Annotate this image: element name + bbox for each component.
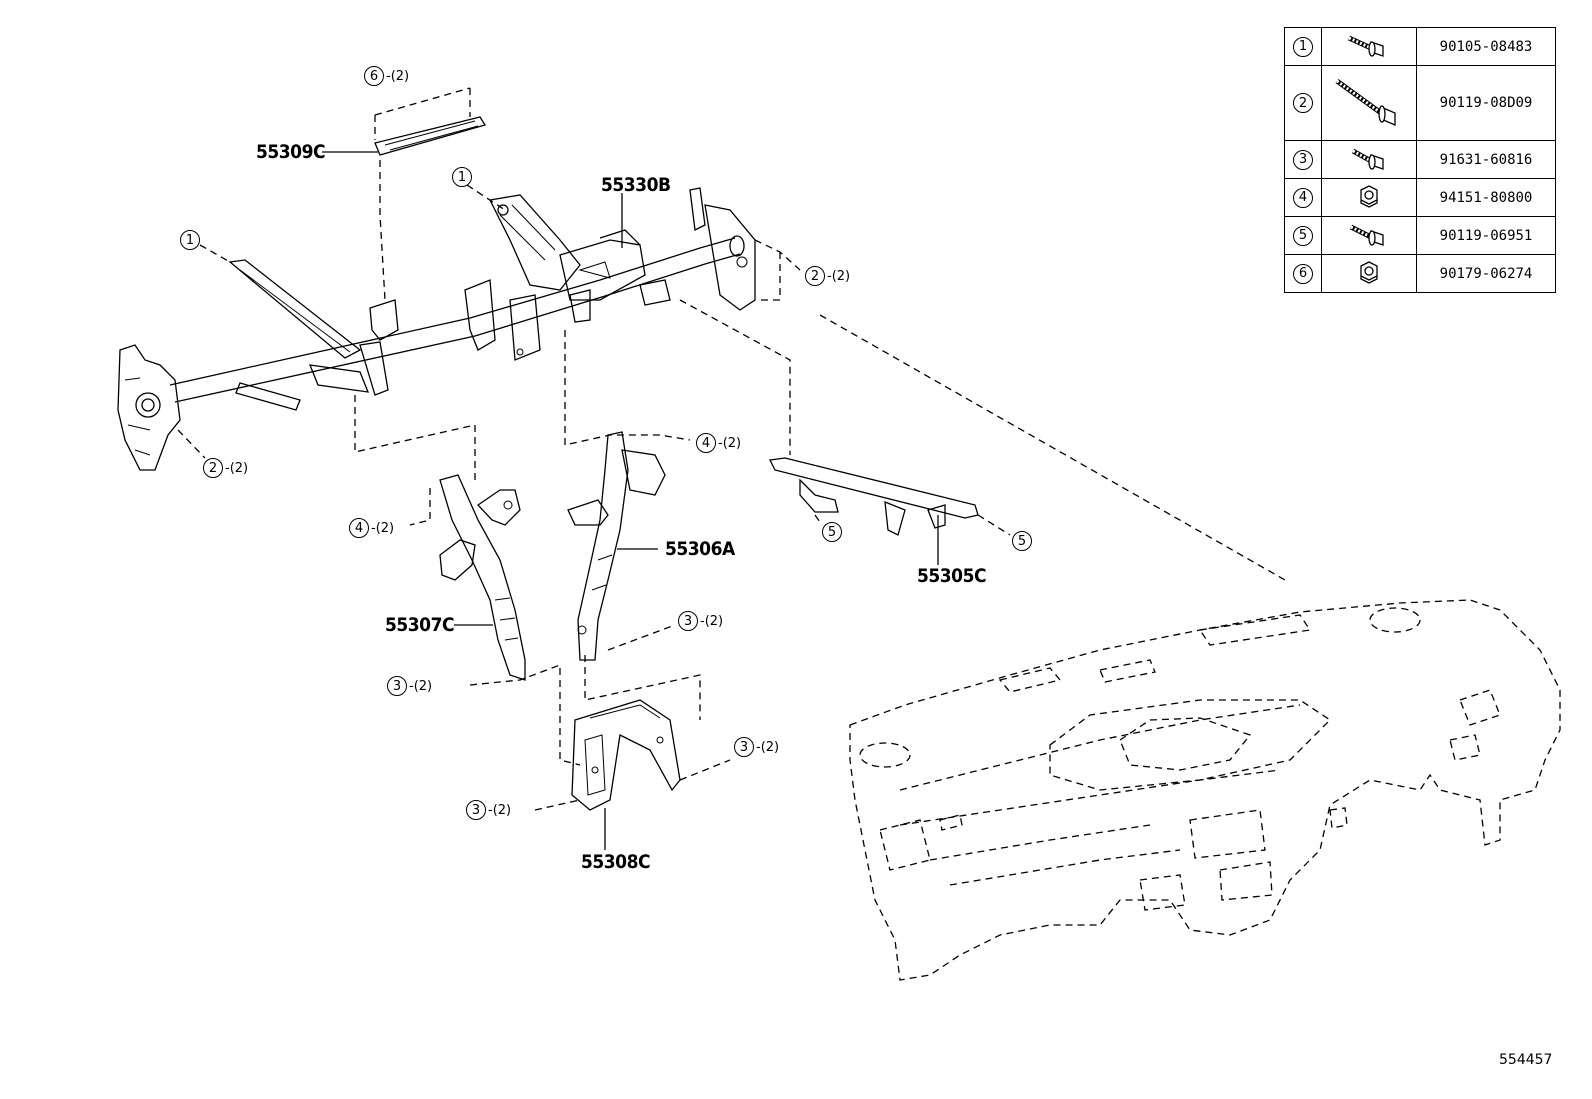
- callout-qty: -(2): [718, 435, 742, 451]
- fastener-part-number: 90105-08483: [1416, 27, 1556, 66]
- callout-number: 3: [678, 611, 698, 631]
- part-label-55305c: 55305C: [917, 565, 987, 587]
- callout-6: 6-(2): [364, 66, 409, 86]
- callout-number: 3: [387, 676, 407, 696]
- fastener-row: 1 90105-08483: [1284, 27, 1556, 66]
- callout-3-left: 3-(2): [387, 676, 432, 696]
- callout-number: 4: [349, 518, 369, 538]
- callout-number: 2: [805, 266, 825, 286]
- fastener-row: 3 91631-60816: [1284, 140, 1556, 179]
- callout-5-right: 5: [1012, 531, 1034, 551]
- callout-qty: -(2): [386, 68, 410, 84]
- callout-1-center: 1: [452, 167, 474, 187]
- brace-55305c: [769, 457, 979, 536]
- callout-3-bottom: 3-(2): [466, 800, 511, 820]
- callout-number: 2: [203, 458, 223, 478]
- bracket-55308c: [571, 699, 681, 811]
- callout-qty: -(2): [371, 520, 395, 536]
- fastener-row: 2 90119-08D09: [1284, 65, 1556, 141]
- callout-number: 1: [452, 167, 472, 187]
- callout-qty: -(2): [700, 613, 724, 629]
- fastener-part-number: 90179-06274: [1416, 254, 1556, 293]
- flange-bolt-icon: [1321, 27, 1417, 66]
- callout-3-lower-right: 3-(2): [734, 737, 779, 757]
- callout-number: 4: [696, 433, 716, 453]
- fastener-row: 5 90119-06951: [1284, 216, 1556, 255]
- callout-qty: -(2): [409, 678, 433, 694]
- part-label-55308c: 55308C: [581, 851, 651, 873]
- fastener-part-number: 91631-60816: [1416, 140, 1556, 179]
- callout-2-left: 2-(2): [203, 458, 248, 478]
- part-label-55306a: 55306A: [665, 538, 735, 560]
- fastener-number: 3: [1293, 149, 1313, 170]
- flange-bolt-icon: [1321, 140, 1417, 179]
- callout-qty: -(2): [488, 802, 512, 818]
- callout-4-center: 4-(2): [696, 433, 741, 453]
- fastener-row: 6 90179-06274: [1284, 254, 1556, 293]
- fastener-table: 1 90105-08483 2 90119-08D09 3 91631-6081…: [1284, 27, 1556, 293]
- fastener-number: 1: [1293, 36, 1313, 57]
- fastener-part-number: 94151-80800: [1416, 178, 1556, 217]
- fastener-number: 2: [1293, 93, 1313, 113]
- hex-nut-icon: [1321, 178, 1417, 217]
- long-bolt-icon: [1321, 65, 1417, 141]
- fastener-part-number: 90119-08D09: [1416, 65, 1556, 141]
- callout-number: 6: [364, 66, 384, 86]
- callout-number: 1: [180, 230, 200, 250]
- dashboard-outline: [849, 599, 1561, 981]
- callout-number: 5: [1012, 531, 1032, 551]
- bracket-55309c: [374, 87, 487, 156]
- callout-2-right: 2-(2): [805, 266, 850, 286]
- callout-5-left: 5: [822, 522, 844, 542]
- leader-lines: [177, 151, 1286, 850]
- callout-3-upper-right: 3-(2): [678, 611, 723, 631]
- brace-55307c: [439, 474, 526, 681]
- instrument-panel-reinforcement: [117, 187, 756, 471]
- part-label-55309c: 55309C: [256, 141, 326, 163]
- callout-number: 3: [734, 737, 754, 757]
- fastener-number: 4: [1293, 187, 1313, 208]
- callout-number: 5: [822, 522, 842, 542]
- fastener-part-number: 90119-06951: [1416, 216, 1556, 255]
- callout-1-left: 1: [180, 230, 202, 250]
- diagram-reference-id: 554457: [1499, 1052, 1553, 1068]
- flange-bolt-icon: [1321, 216, 1417, 255]
- callout-number: 3: [466, 800, 486, 820]
- part-label-55307c: 55307C: [385, 614, 455, 636]
- fastener-row: 4 94151-80800: [1284, 178, 1556, 217]
- hex-nut-icon: [1321, 254, 1417, 293]
- fastener-number: 5: [1293, 225, 1313, 246]
- fastener-number: 6: [1293, 263, 1313, 284]
- callout-4-left: 4-(2): [349, 518, 394, 538]
- callout-qty: -(2): [827, 268, 851, 284]
- part-label-55330b: 55330B: [601, 174, 671, 196]
- brace-55306a: [567, 431, 666, 661]
- callout-qty: -(2): [225, 460, 249, 476]
- callout-qty: -(2): [756, 739, 780, 755]
